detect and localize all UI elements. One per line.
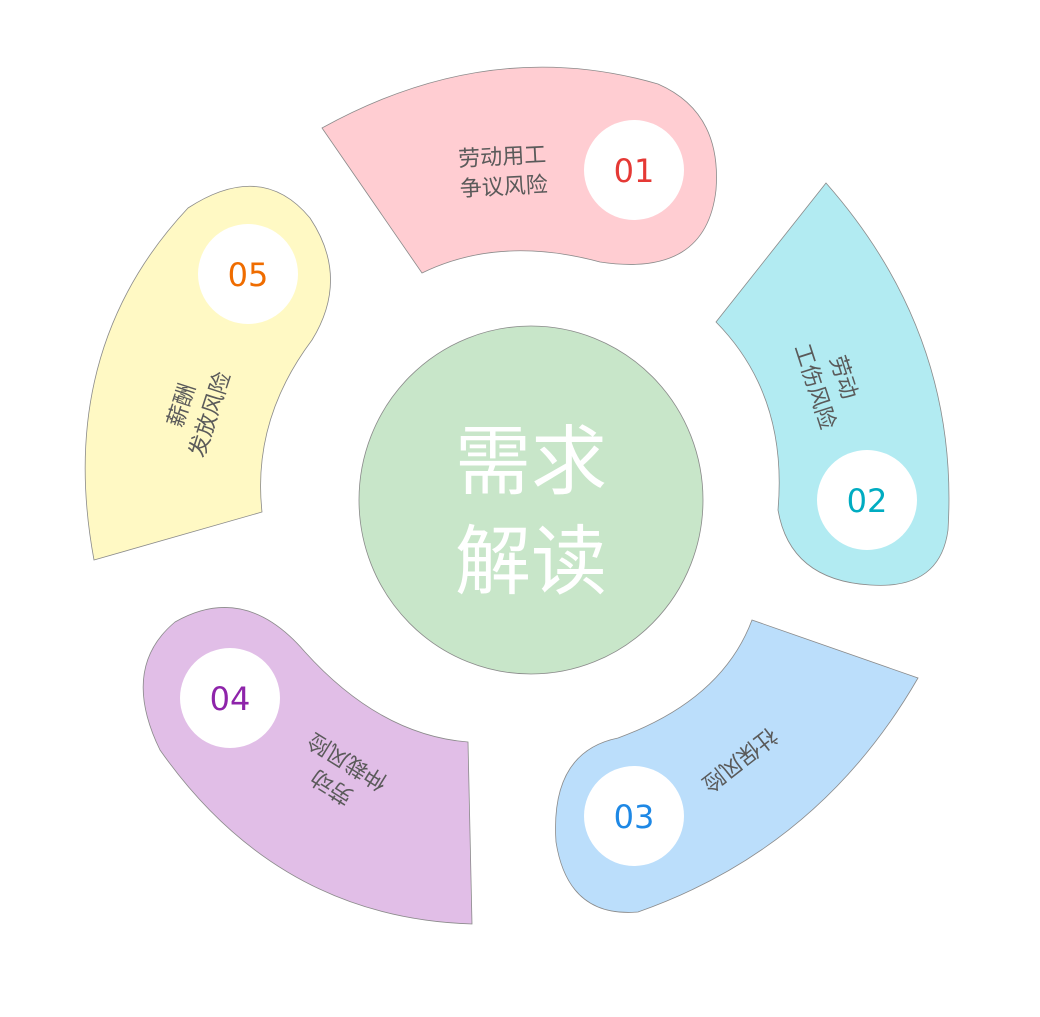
segment-03-number: 03 (614, 798, 655, 836)
segment-03: 03 社保风险 (555, 619, 919, 913)
center-title-line2: 解读 (455, 517, 607, 606)
segment-01: 01 劳动用工 争议风险 (321, 66, 717, 274)
segment-05-number-badge (198, 224, 298, 324)
segment-02-number: 02 (847, 482, 888, 520)
segment-04: 04 劳动 仲裁风险 (142, 607, 473, 925)
segment-01-shape (321, 66, 717, 274)
segment-01-number-badge (584, 120, 684, 220)
segment-05-number: 05 (228, 256, 269, 294)
segment-04-number-badge (180, 648, 280, 748)
segment-03-number-badge (584, 766, 684, 866)
segment-01-label-line1: 劳动用工 (458, 143, 547, 173)
center-node: 需求 解读 (358, 325, 704, 675)
segment-02: 02 劳动 工伤风险 (715, 182, 950, 586)
segment-04-shape (142, 607, 473, 925)
segment-01-label-line2: 争议风险 (459, 173, 548, 203)
segment-05-shape (84, 185, 331, 561)
segment-04-number: 04 (210, 680, 251, 718)
center-circle (358, 325, 704, 675)
segment-05: 05 薪酬 发放风险 (84, 185, 331, 561)
segment-01-number: 01 (614, 152, 655, 190)
center-title-line1: 需求 (455, 417, 607, 506)
segment-02-number-badge (817, 450, 917, 550)
